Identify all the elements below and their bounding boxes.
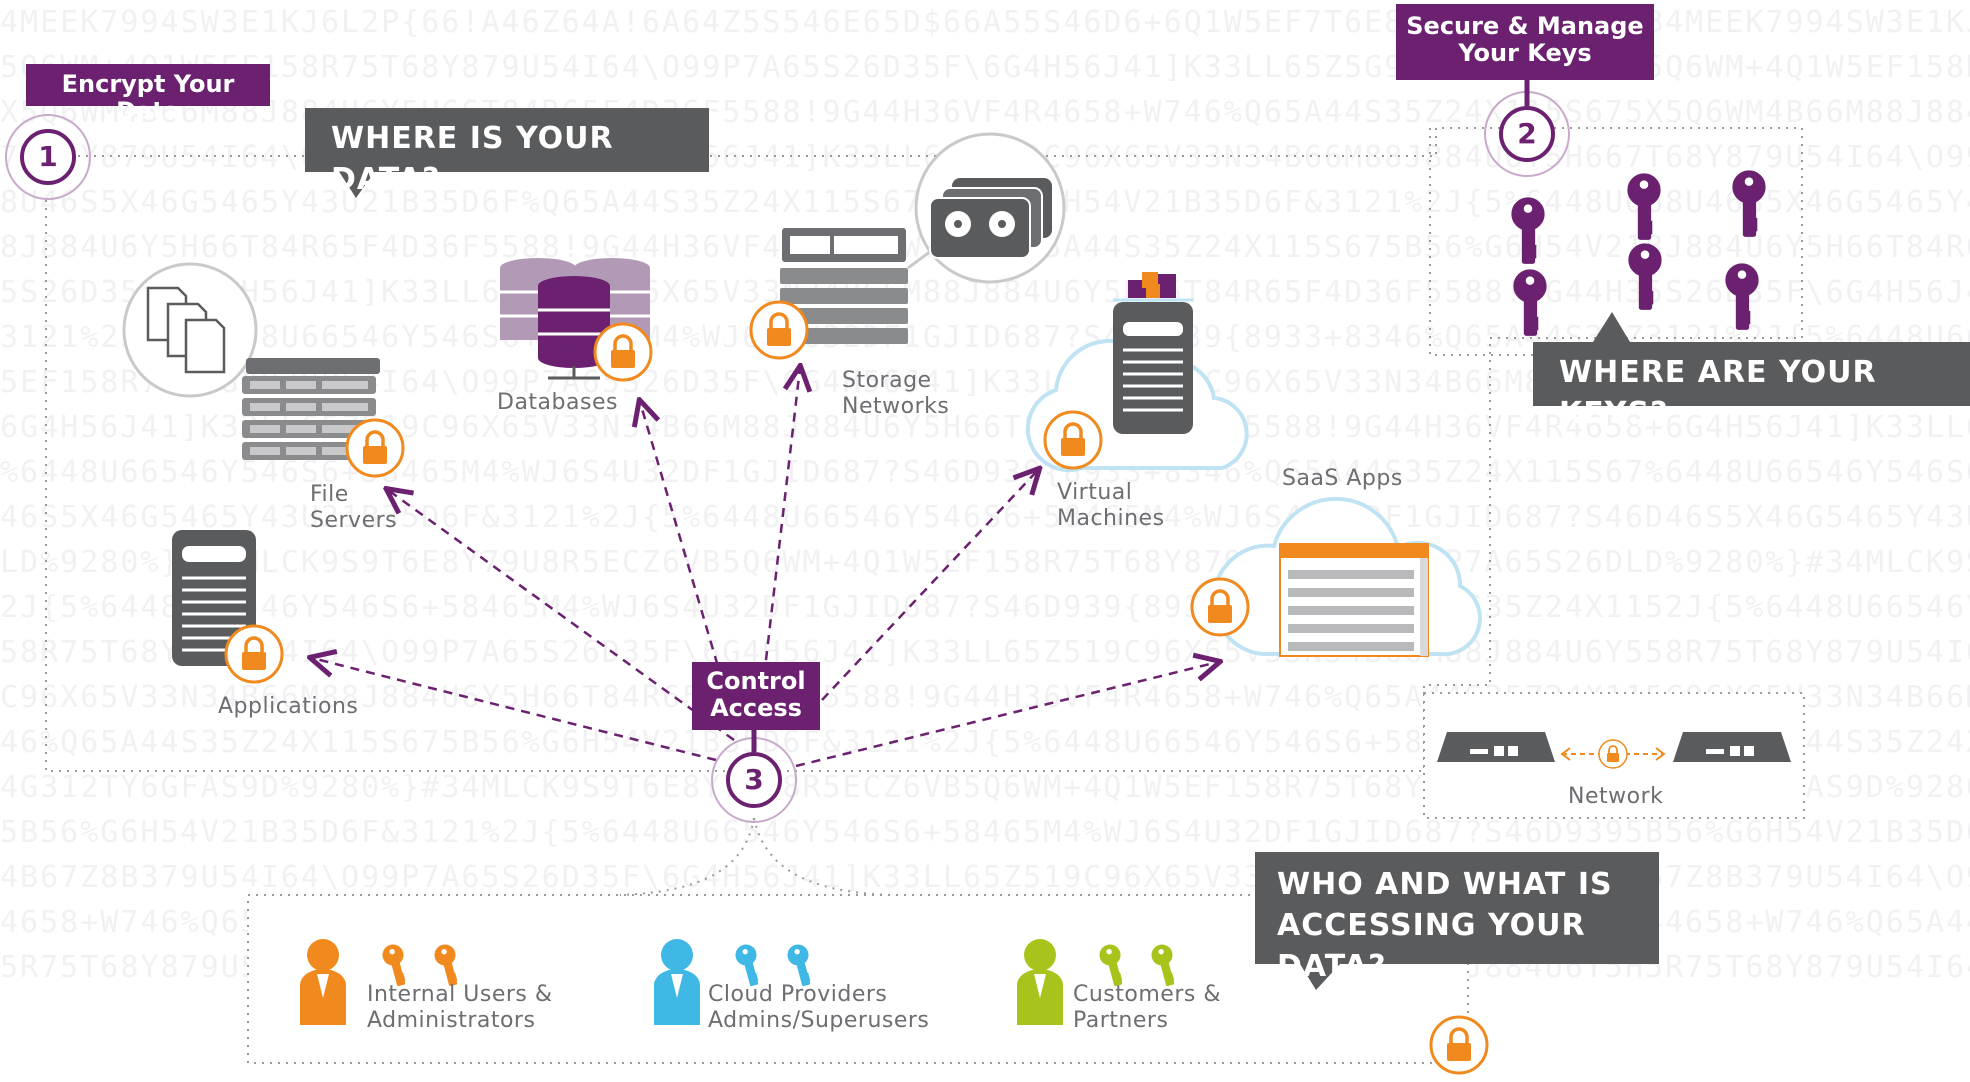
- network-lock-icon: [1598, 739, 1628, 769]
- applications-label: Applications: [218, 694, 359, 719]
- cloud-providers-label: Cloud Providers Admins/Superusers: [708, 982, 929, 1034]
- key-icon: [1491, 263, 1569, 341]
- saas-apps-label: SaaS Apps: [1282, 466, 1403, 491]
- applications-lock-icon: [224, 624, 284, 684]
- where-is-your-data-callout: WHERE IS YOUR DATA?: [305, 108, 709, 197]
- key-icon: [1605, 167, 1683, 245]
- arrow-to-saas: [795, 662, 1218, 768]
- arrow-to-virtual-machines: [821, 470, 1038, 701]
- access-callout-line1: WHO AND WHAT IS: [1277, 867, 1613, 902]
- data-region-outline: [45, 127, 1803, 772]
- arrow-to-storage: [764, 368, 800, 661]
- virtual-machines-lock-icon: [1043, 410, 1103, 470]
- internal-users-label: Internal Users & Administrators: [367, 982, 553, 1034]
- where-are-your-keys-callout: WHERE ARE YOUR KEYS?: [1533, 342, 1970, 431]
- databases-label: Databases: [497, 390, 618, 415]
- access-callout-line2: ACCESSING YOUR DATA?: [1277, 908, 1586, 984]
- file-servers-label-line1: File: [310, 482, 349, 507]
- keys-group: [1489, 164, 1788, 341]
- step1-tag: Encrypt Your Data: [26, 64, 270, 125]
- access-arrows: [312, 368, 1218, 768]
- arrow-to-file-servers: [388, 490, 735, 742]
- step2-tag: Secure & Manage Your Keys: [1396, 4, 1654, 80]
- storage-label-line2: Networks: [842, 394, 950, 419]
- file-servers-label-line2: Servers: [310, 508, 398, 533]
- virtual-machines-label: Virtual Machines: [1057, 480, 1165, 532]
- database-icon: [500, 258, 650, 380]
- step1-halo: [5, 114, 91, 200]
- access-callout-pointer: [1300, 964, 1340, 990]
- storage-network-icon: [780, 132, 1066, 344]
- background-code-line: 5B56%G6H54V21B35D6F&3121%2J{5%6448U66546…: [0, 815, 1970, 850]
- file-servers-label: File Servers: [310, 482, 397, 534]
- customers-person-icon: [1017, 939, 1063, 1025]
- customers-label-line1: Customers &: [1073, 982, 1221, 1007]
- file-server-icon: [122, 262, 380, 460]
- step2-tag-line2: Your Keys: [1458, 39, 1592, 67]
- saas-lock-icon: [1190, 577, 1250, 637]
- internal-users-person-icon: [300, 939, 346, 1025]
- key-icon: [1703, 257, 1781, 335]
- arrow-to-applications: [312, 658, 717, 762]
- storage-label-line1: Storage: [842, 368, 932, 393]
- key-icon: [1710, 164, 1788, 242]
- step1-number-badge: 1: [20, 129, 76, 185]
- vm-label-line1: Virtual: [1057, 480, 1133, 505]
- users-connector-right: [753, 817, 891, 896]
- internal-users-label-line1: Internal Users &: [367, 982, 553, 1007]
- cloud-providers-label-line1: Cloud Providers: [708, 982, 888, 1007]
- data-callout-pointer: [338, 170, 376, 198]
- key-icon: [1489, 191, 1567, 269]
- users-connector-left: [619, 817, 755, 896]
- background-code-line: 2J{5%6448U66546Y546S6+58465M4%WJ6S4U32DF…: [0, 590, 1970, 625]
- saas-cloud-icon: [1211, 496, 1482, 657]
- cloud-providers-label-line2: Admins/Superusers: [708, 1008, 930, 1033]
- keys-region-outline: [1429, 128, 1803, 356]
- storage-lock-icon: [749, 300, 809, 360]
- who-is-accessing-callout: WHO AND WHAT IS ACCESSING YOUR DATA?: [1255, 852, 1659, 984]
- background-code-line: %6448U66546Y546S6+58465M4%WJ6S4U32DF1GJI…: [0, 455, 1970, 490]
- step3-tag-line1: Control: [706, 667, 806, 695]
- key-icon: [1606, 237, 1684, 315]
- databases-lock-icon: [593, 322, 653, 382]
- background-code-line: LD%9280%}#34MLCK9S9T6E8Y79U8R5ECZ6VB5Q6W…: [0, 545, 1970, 580]
- storage-networks-label: Storage Networks: [842, 368, 949, 420]
- step2-number-badge: 2: [1499, 106, 1555, 162]
- step3-number-badge: 3: [726, 752, 782, 808]
- keys-callout-pointer: [1593, 312, 1630, 342]
- step3-tag-line2: Access: [710, 694, 802, 722]
- background-code-line: 46S5X46G5465Y43U21B35D6F&3121%2J{5%6448U…: [0, 500, 1970, 535]
- customers-label-line2: Partners: [1073, 1008, 1169, 1033]
- cloud-providers-person-icon: [654, 939, 700, 1025]
- network-label: Network: [1568, 784, 1664, 809]
- arrow-to-databases: [640, 402, 724, 681]
- users-region-lock-icon: [1429, 1015, 1489, 1075]
- step2-tag-line1: Secure & Manage: [1406, 12, 1644, 40]
- network-appliance-icon: [1437, 732, 1791, 762]
- step3-tag: Control Access: [692, 662, 820, 730]
- file-servers-lock-icon: [345, 418, 405, 478]
- internal-users-label-line2: Administrators: [367, 1008, 536, 1033]
- customers-label: Customers & Partners: [1073, 982, 1221, 1034]
- vm-label-line2: Machines: [1057, 506, 1165, 531]
